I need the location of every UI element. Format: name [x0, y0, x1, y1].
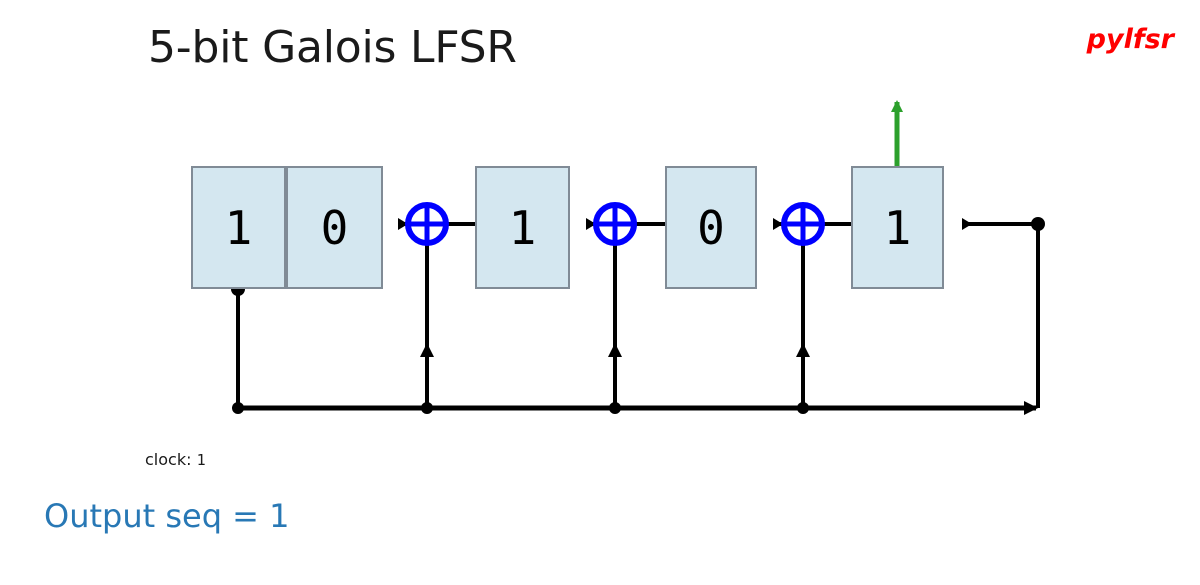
junction-dot-feedback [1031, 217, 1045, 231]
register-cell-bit-5[interactable]: 1 [851, 166, 944, 289]
register-value: 0 [697, 200, 725, 255]
register-value: 0 [320, 200, 349, 255]
register-cell-bit-1[interactable]: 1 [191, 166, 286, 289]
register-value: 1 [224, 200, 253, 255]
register-cell-bit-4[interactable]: 0 [665, 166, 757, 289]
xor-gate-2 [593, 202, 637, 246]
xor-gate-3 [781, 202, 825, 246]
page-title: 5-bit Galois LFSR [148, 22, 517, 73]
xor-gate-1 [405, 202, 449, 246]
register-cell-bit-3[interactable]: 1 [475, 166, 570, 289]
junction-dot-bus-tap3 [797, 402, 809, 414]
clock-label-text: clock: [145, 450, 192, 469]
clock-status: clock: 1 [145, 450, 206, 469]
output-sequence-label: Output seq = 1 [44, 497, 290, 535]
junction-dot-bus-start [232, 402, 244, 414]
junction-dot-bus-tap1 [421, 402, 433, 414]
register-value: 1 [508, 200, 537, 255]
pylfsr-brand-label: pylfsr [1086, 24, 1174, 55]
register-cell-bit-2[interactable]: 0 [286, 166, 383, 289]
junction-dot-bus-tap2 [609, 402, 621, 414]
clock-value: 1 [196, 451, 206, 469]
register-value: 1 [883, 200, 912, 255]
